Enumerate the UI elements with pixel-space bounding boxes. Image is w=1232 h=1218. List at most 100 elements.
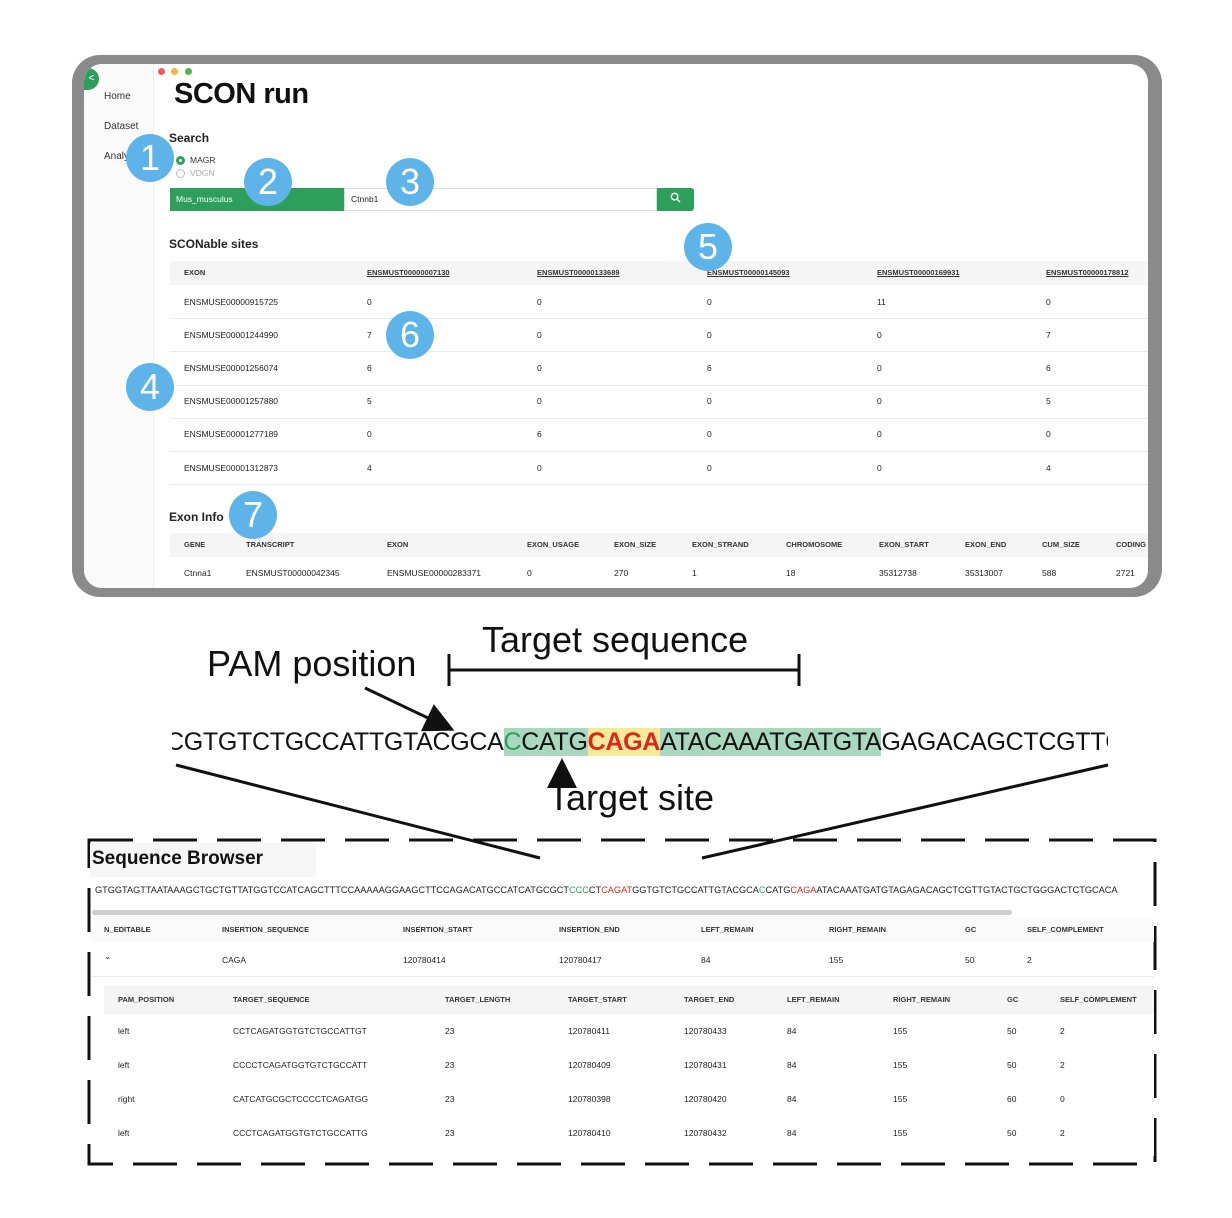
column-header[interactable]: ENSMUST00000178812 bbox=[1046, 268, 1129, 277]
column-header: GC bbox=[1007, 995, 1019, 1004]
table-cell: CCTCAGATGGTGTCTGCCATTGT bbox=[233, 1026, 367, 1036]
window-maximize-button[interactable] bbox=[185, 68, 192, 75]
table-cell: 120780431 bbox=[684, 1060, 727, 1070]
table-cell: 2721 bbox=[1116, 568, 1135, 578]
table-cell: 0 bbox=[707, 296, 712, 307]
sidebar-collapse-button[interactable]: < bbox=[84, 68, 99, 90]
table-cell: right bbox=[118, 1094, 135, 1104]
table-cell: 50 bbox=[1007, 1060, 1017, 1070]
table-header bbox=[170, 261, 1148, 285]
sconable-heading: SCONable sites bbox=[169, 237, 259, 251]
callout-badge-6: 6 bbox=[386, 311, 434, 359]
table-cell: 84 bbox=[787, 1094, 797, 1104]
column-header: EXON_USAGE bbox=[527, 540, 580, 549]
row-divider bbox=[170, 484, 1148, 486]
radio-button[interactable] bbox=[176, 155, 185, 165]
column-header[interactable]: ENSMUST00000133689 bbox=[537, 268, 620, 277]
sequence-text: CGTGTCTGCCATTGTACGCACCATGCAGAATACAAATGAT… bbox=[172, 728, 1108, 756]
sequence-segment: GGTGTCTGCCATTGTACGCA bbox=[632, 885, 759, 895]
table-cell: 0 bbox=[707, 396, 712, 407]
table-cell: 0 bbox=[1060, 1094, 1065, 1104]
table-cell: 0 bbox=[537, 329, 542, 340]
table-cell: left bbox=[118, 1128, 130, 1138]
table-cell: 84 bbox=[701, 955, 711, 965]
table-cell: ENSMUSE00000915725 bbox=[184, 296, 279, 307]
table-cell: 0 bbox=[367, 296, 372, 307]
table-cell: 270 bbox=[614, 568, 629, 578]
callout-badge-1: 1 bbox=[126, 134, 174, 182]
column-header: TARGET_SEQUENCE bbox=[233, 995, 310, 1004]
table-cell: 2 bbox=[1060, 1026, 1065, 1036]
table-cell: 120780420 bbox=[684, 1094, 727, 1104]
table-cell: 5 bbox=[367, 396, 372, 407]
column-header: SELF_COMPLEMENT bbox=[1027, 925, 1104, 934]
column-header[interactable]: ENSMUST00000007130 bbox=[367, 268, 450, 277]
table-cell: 0 bbox=[537, 462, 542, 473]
search-button[interactable] bbox=[657, 188, 694, 211]
table-cell: 84 bbox=[787, 1128, 797, 1138]
table-cell: 0 bbox=[877, 462, 882, 473]
column-header[interactable]: ENSMUST00000169931 bbox=[877, 268, 960, 277]
table-cell: 0 bbox=[537, 363, 542, 373]
table-cell: 6 bbox=[367, 363, 372, 373]
sequence-segment: CCC bbox=[569, 885, 589, 895]
genomic-sequence: GTGGTAGTTAATAAAGCTGCTGTTATGGTCCATCAGCTTT… bbox=[95, 885, 1155, 895]
radio-label: MAGR bbox=[190, 155, 216, 165]
table-cell: ENSMUSE00001244990 bbox=[184, 329, 279, 340]
column-header[interactable]: ENSMUST00000145093 bbox=[707, 268, 790, 277]
pam-position-label: PAM position bbox=[207, 643, 417, 684]
sequence-segment: ATACAAATGATGTAGAGACAGCTCGTTGTACTGCTGGGAC… bbox=[816, 885, 1118, 895]
table-cell: 2 bbox=[1060, 1128, 1065, 1138]
table-cell: 84 bbox=[787, 1026, 797, 1036]
sequence-segment: CAGAT bbox=[601, 885, 633, 895]
table-cell: 6 bbox=[1046, 363, 1051, 373]
target-seq-part1: CATG bbox=[521, 728, 588, 756]
table-cell: 35312738 bbox=[879, 568, 917, 578]
column-header: GC bbox=[965, 925, 977, 934]
window-minimize-button[interactable] bbox=[171, 68, 178, 75]
table-cell: 50 bbox=[965, 955, 975, 965]
table-cell: CCCCTCAGATGGTGTCTGCCATT bbox=[233, 1060, 368, 1070]
radio-vdgn[interactable]: VDGN bbox=[176, 168, 215, 178]
sidebar-item-dataset[interactable]: Dataset bbox=[104, 121, 139, 132]
table-cell: 155 bbox=[893, 1026, 908, 1036]
sidebar-item-home[interactable]: Home bbox=[104, 91, 131, 102]
table-cell: CAGA bbox=[222, 955, 247, 965]
table-cell: 2 bbox=[1060, 1060, 1065, 1070]
sidebar-item-analysis[interactable]: Analy bbox=[104, 151, 130, 162]
radio-button[interactable] bbox=[176, 168, 185, 178]
column-header: LEFT_REMAIN bbox=[787, 995, 840, 1004]
column-header: SELF_COMPLEMENT bbox=[1060, 995, 1137, 1004]
table-cell: 0 bbox=[877, 429, 882, 440]
table-cell: 35313007 bbox=[965, 568, 1003, 578]
table-cell: 120780414 bbox=[403, 955, 446, 965]
column-header: EXON_SIZE bbox=[614, 540, 657, 549]
row-divider bbox=[170, 417, 1148, 419]
callout-badge-7: 7 bbox=[229, 491, 277, 539]
table-cell: 11 bbox=[877, 296, 886, 307]
search-icon bbox=[670, 192, 681, 203]
column-header: CODING bbox=[1116, 540, 1146, 549]
table-cell: 18 bbox=[786, 568, 796, 578]
table-cell: 6 bbox=[537, 429, 542, 440]
column-header: INSERTION_START bbox=[403, 925, 473, 934]
radio-magr[interactable]: MAGR bbox=[176, 155, 216, 165]
table-cell: 120780409 bbox=[568, 1060, 611, 1070]
window-close-button[interactable] bbox=[158, 68, 165, 75]
table-cell: 5 bbox=[1046, 396, 1051, 407]
table-cell: ENSMUSE00001256074 bbox=[184, 363, 279, 373]
target-site: CAGA bbox=[587, 728, 661, 756]
table-cell: Ctnna1 bbox=[184, 568, 212, 578]
radio-label: VDGN bbox=[190, 168, 215, 178]
table-cell: 588 bbox=[1042, 568, 1057, 578]
zoom-line-right bbox=[701, 763, 1109, 860]
table-cell: 23 bbox=[445, 1128, 455, 1138]
expand-row-button[interactable]: ⌄ bbox=[104, 951, 112, 961]
target-seq-part2: ATACAAATGATGTA bbox=[660, 728, 882, 756]
table-cell: 0 bbox=[1046, 429, 1051, 440]
sequence-scrollbar[interactable] bbox=[92, 910, 1012, 915]
